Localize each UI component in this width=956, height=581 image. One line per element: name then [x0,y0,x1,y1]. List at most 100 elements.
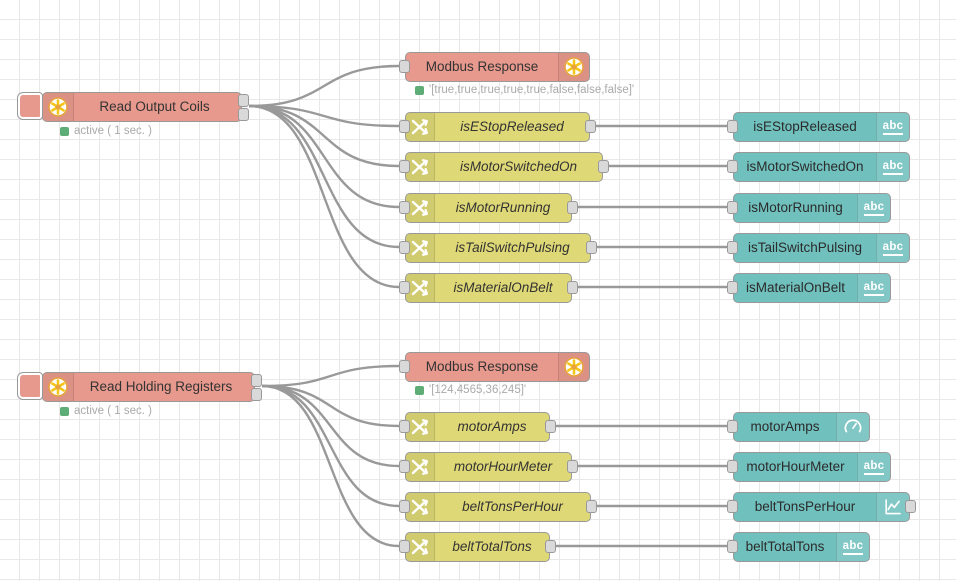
node-flow-output-coils-function-3[interactable]: isTailSwitchPulsing [405,233,591,263]
node-label: Modbus Response [425,359,539,374]
abc-icon: abc [876,153,909,181]
node-label: beltTotalTons [745,539,825,554]
wire[interactable] [248,104,400,249]
output-port[interactable] [567,281,578,294]
abc-icon: abc [876,113,909,141]
wire[interactable] [248,104,400,289]
input-port[interactable] [727,460,738,473]
output-port[interactable] [567,460,578,473]
node-flow-holding-registers-function-0[interactable]: motorAmps [405,412,550,442]
wire[interactable] [261,384,400,548]
input-port[interactable] [399,160,410,173]
input-port[interactable] [727,120,738,133]
status-flow-holding-registers-response: '[124,4565,36,245]' [415,384,526,396]
modbus-asterisk-icon [558,353,589,381]
node-label: motorAmps [457,419,527,434]
node-flow-holding-registers-source[interactable]: Read Holding Registers [42,372,255,402]
node-flow-output-coils-output-0[interactable]: isEStopReleased abc [733,112,910,142]
node-flow-holding-registers-function-3[interactable]: beltTotalTons [405,532,550,562]
output-port[interactable] [586,241,597,254]
node-flow-holding-registers-function-2[interactable]: beltTonsPerHour [405,492,591,522]
node-label: Read Holding Registers [89,379,233,394]
inject-button[interactable] [17,92,43,120]
output-port[interactable] [586,500,597,513]
input-port[interactable] [727,160,738,173]
chart-icon [876,493,909,521]
output-port[interactable] [567,201,578,214]
output-port-2[interactable] [251,388,262,401]
output-port[interactable] [598,160,609,173]
input-port[interactable] [399,241,410,254]
node-flow-output-coils-function-0[interactable]: isEStopReleased [405,112,590,142]
status-dot [60,126,69,136]
node-label: isMaterialOnBelt [745,280,846,295]
input-port[interactable] [399,460,410,473]
output-port[interactable] [545,540,556,553]
status-flow-output-coils-source: active ( 1 sec. ) [60,125,152,137]
input-port[interactable] [727,201,738,214]
wire[interactable] [248,64,400,108]
node-flow-holding-registers-response[interactable]: Modbus Response [405,352,590,382]
modbus-asterisk-icon [558,53,589,81]
status-flow-output-coils-response: '[true,true,true,true,true,false,false,f… [415,84,634,96]
wire[interactable] [261,364,400,388]
node-label: isEStopReleased [753,119,857,134]
wire[interactable] [248,104,400,209]
output-port[interactable] [905,500,916,513]
wire[interactable] [261,384,400,468]
status-dot [60,406,69,416]
node-flow-holding-registers-output-3[interactable]: beltTotalTons abc [733,532,870,562]
wire[interactable] [248,104,400,128]
output-port-1[interactable] [238,94,249,107]
node-label: Read Output Coils [99,99,210,114]
function-icon [406,274,435,302]
input-port[interactable] [399,120,410,133]
node-label: Modbus Response [425,59,539,74]
output-port[interactable] [585,120,596,133]
output-port[interactable] [545,420,556,433]
node-flow-holding-registers-output-2[interactable]: beltTonsPerHour [733,492,910,522]
input-port[interactable] [727,420,738,433]
input-port[interactable] [399,500,410,513]
output-port-2[interactable] [238,108,249,121]
node-label: isMotorSwitchedOn [746,159,864,174]
input-port[interactable] [399,420,410,433]
abc-icon: abc [876,234,909,262]
abc-icon: abc [836,533,869,561]
inject-button[interactable] [17,372,43,400]
function-icon [406,413,435,441]
input-port[interactable] [727,500,738,513]
function-icon [406,533,435,561]
input-port[interactable] [399,360,410,373]
node-label: motorHourMeter [746,459,845,474]
input-port[interactable] [399,540,410,553]
wire[interactable] [248,104,400,168]
node-label: beltTonsPerHour [462,499,563,514]
input-port[interactable] [399,60,410,73]
input-port[interactable] [399,281,410,294]
wire[interactable] [261,384,400,428]
function-icon [406,234,435,262]
node-flow-output-coils-source[interactable]: Read Output Coils [42,92,242,122]
node-label: isMaterialOnBelt [453,280,553,295]
node-label: beltTotalTons [452,539,532,554]
node-flow-output-coils-output-1[interactable]: isMotorSwitchedOn abc [733,152,910,182]
node-flow-output-coils-response[interactable]: Modbus Response [405,52,590,82]
output-port-1[interactable] [251,374,262,387]
input-port[interactable] [727,241,738,254]
input-port[interactable] [727,281,738,294]
wire[interactable] [261,384,400,508]
input-port[interactable] [399,201,410,214]
input-port[interactable] [727,540,738,553]
node-flow-output-coils-function-1[interactable]: isMotorSwitchedOn [405,152,603,182]
node-label: isMotorSwitchedOn [459,159,578,174]
node-flow-holding-registers-output-0[interactable]: motorAmps [733,412,870,442]
node-flow-output-coils-function-2[interactable]: isMotorRunning [405,193,572,223]
node-flow-holding-registers-function-1[interactable]: motorHourMeter [405,452,572,482]
node-flow-output-coils-function-4[interactable]: isMaterialOnBelt [405,273,572,303]
